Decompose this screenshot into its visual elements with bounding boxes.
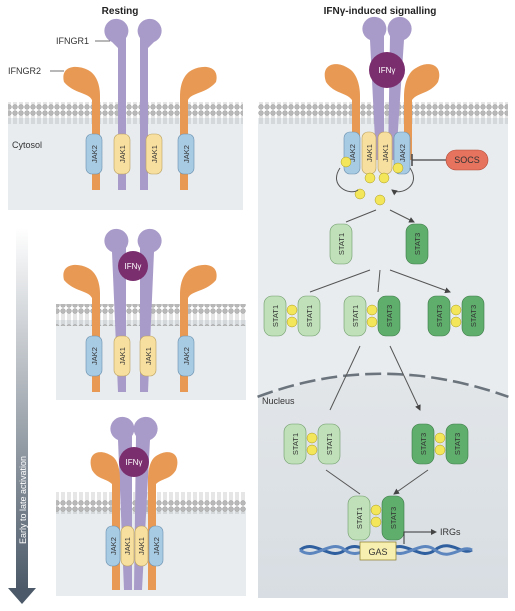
svg-text:JAK2: JAK2 (90, 347, 99, 365)
ifng-signalling-title: IFNγ-induced signalling (324, 6, 437, 17)
nucleus-label: Nucleus (262, 396, 295, 406)
svg-text:IFNγ: IFNγ (126, 458, 143, 467)
irgs-arrow (403, 529, 437, 544)
early-activation-panel: IFNγ JAK2 JAK1 JAK1 JAK2 (56, 228, 246, 400)
svg-text:STAT3: STAT3 (469, 305, 478, 327)
stat3-monomer: STAT3 (405, 223, 429, 265)
ifng-ligand-early (118, 251, 148, 281)
svg-text:JAK1: JAK1 (118, 347, 127, 365)
gas-label: GAS (368, 547, 387, 557)
ifng-ligand-main (369, 52, 405, 88)
stat1-monomer: STAT1 (329, 223, 353, 265)
svg-text:STAT1: STAT1 (355, 507, 364, 529)
svg-text:JAK2: JAK2 (90, 145, 99, 163)
svg-text:IFNγ: IFNγ (125, 262, 142, 271)
signalling-panel: Nucleus IFNγ JAK2 JAK1 JAK1 JAK2 SOCS (257, 16, 509, 598)
svg-text:STAT3: STAT3 (453, 433, 462, 455)
jak-right-jak2: JAK2 (177, 133, 195, 175)
svg-text:STAT3: STAT3 (389, 507, 398, 529)
svg-text:JAK2: JAK2 (109, 537, 118, 555)
svg-text:JAK1: JAK1 (123, 537, 132, 555)
late-activation-panel: IFNγ JAK2 JAK1 JAK1 JAK2 (56, 416, 246, 596)
svg-text:JAK1: JAK1 (365, 144, 374, 162)
svg-text:STAT1: STAT1 (351, 305, 360, 327)
stat1-stat1-dimer: STAT1 STAT1 (263, 295, 321, 337)
nuclear-stat1-dimer: STAT1 STAT1 (283, 423, 341, 465)
resting-title: Resting (102, 6, 139, 17)
jak-left-jak2: JAK2 (85, 133, 103, 175)
svg-text:JAK2: JAK2 (182, 347, 191, 365)
ifngr2-right (180, 66, 217, 190)
svg-text:STAT1: STAT1 (337, 233, 346, 255)
resting-panel: JAK2 JAK1 JAK1 JAK2 IFNGR1 IFNGR2 Cytoso… (8, 18, 243, 210)
gas-element (359, 541, 397, 561)
svg-text:IFNγ: IFNγ (379, 66, 396, 75)
svg-text:JAK2: JAK2 (152, 537, 161, 555)
svg-text:JAK2: JAK2 (348, 144, 357, 162)
svg-text:JAK1: JAK1 (137, 537, 146, 555)
svg-text:JAK1: JAK1 (118, 145, 127, 163)
svg-text:JAK2: JAK2 (398, 144, 407, 162)
phospho-arrows (336, 167, 414, 192)
svg-text:STAT3: STAT3 (435, 305, 444, 327)
ifngr2-left (63, 66, 100, 190)
svg-text:STAT1: STAT1 (325, 433, 334, 455)
svg-text:STAT1: STAT1 (305, 305, 314, 327)
socs-label: SOCS (454, 155, 480, 165)
cytosol-label: Cytosol (12, 140, 42, 150)
stat1-stat3-dimer: STAT1 STAT3 (343, 295, 401, 337)
ifng-ligand-late (119, 447, 149, 477)
nuclear-stat3-dimer: STAT3 STAT3 (411, 423, 469, 465)
timeline-arrow: Early to late activation (8, 228, 36, 604)
svg-text:STAT3: STAT3 (413, 233, 422, 255)
svg-text:STAT3: STAT3 (419, 433, 428, 455)
svg-text:JAK1: JAK1 (150, 145, 159, 163)
svg-text:STAT1: STAT1 (271, 305, 280, 327)
jak-left-jak1: JAK1 (113, 133, 131, 175)
nucleus-region (258, 375, 508, 598)
irgs-label: IRGs (440, 527, 461, 537)
svg-text:JAK1: JAK1 (381, 144, 390, 162)
timeline-label: Early to late activation (18, 456, 28, 544)
ifngr1-label: IFNGR1 (56, 36, 89, 46)
dna-helix: GAS (299, 541, 473, 561)
svg-text:STAT1: STAT1 (291, 433, 300, 455)
svg-text:JAK2: JAK2 (182, 145, 191, 163)
receptor-phosphates (340, 156, 404, 206)
svg-text:STAT3: STAT3 (385, 305, 394, 327)
svg-text:JAK1: JAK1 (144, 347, 153, 365)
ifngr2-label: IFNGR2 (8, 66, 41, 76)
socs-box (445, 149, 489, 171)
stat3-stat3-dimer: STAT3 STAT3 (427, 295, 485, 337)
jak-right-jak1: JAK1 (145, 133, 163, 175)
dna-bound-dimer: STAT1 STAT3 (347, 495, 405, 541)
